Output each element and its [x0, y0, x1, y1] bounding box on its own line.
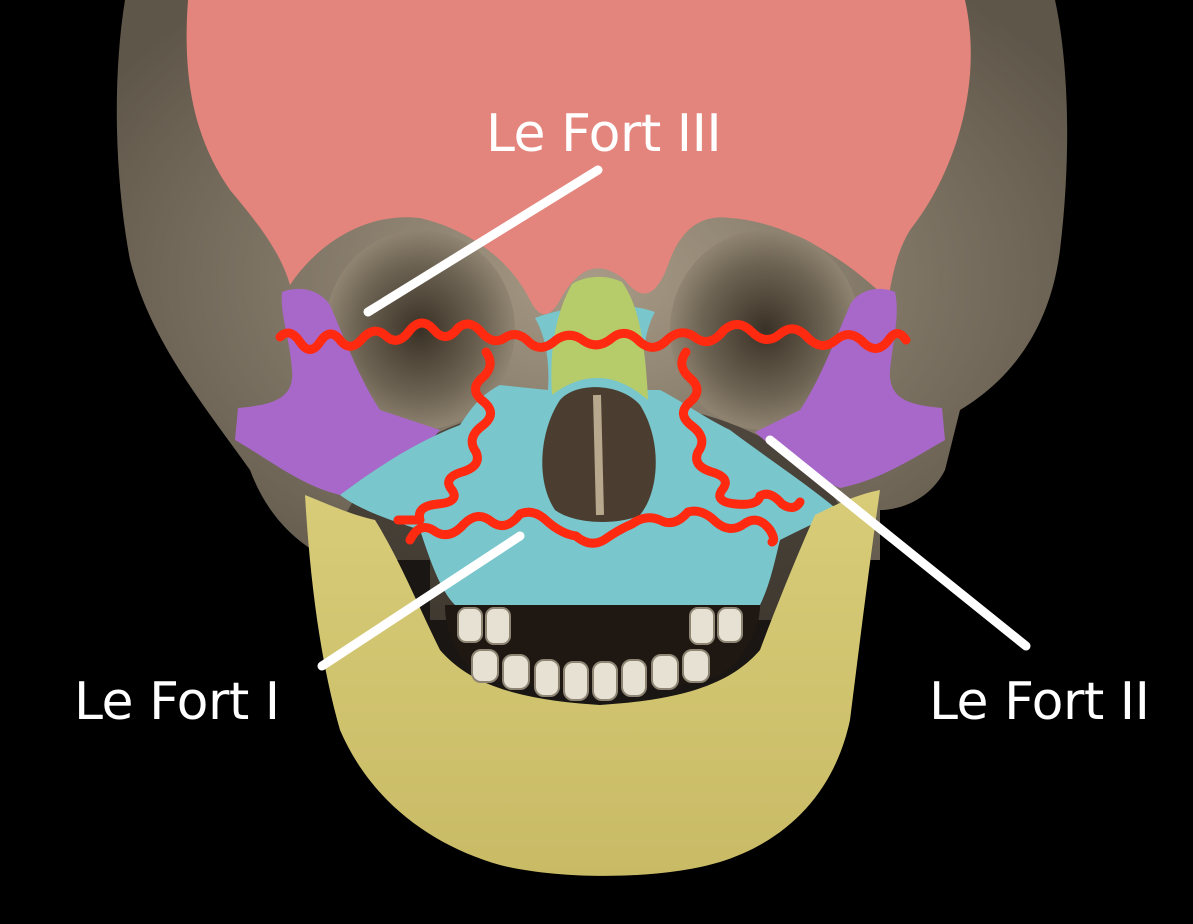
le-fort-iii-pointer	[363, 165, 603, 317]
le-fort-ii-label: Le Fort II	[929, 672, 1150, 732]
nasal-bone	[551, 276, 648, 400]
left-orbit	[670, 230, 860, 430]
right-orbit	[325, 230, 515, 430]
teeth	[457, 607, 743, 701]
le-fort-ii-fracture-line	[393, 347, 805, 525]
mandible	[305, 490, 880, 876]
le-fort-ii-pointer	[765, 435, 1031, 651]
le-fort-iii-label: Le Fort III	[486, 104, 722, 164]
frontal-bone	[186, 0, 971, 315]
nasal-septum	[593, 394, 604, 516]
le-fort-iii-fracture-line	[275, 318, 911, 354]
zygomatic-bone-left	[755, 288, 945, 488]
le-fort-i-label: Le Fort I	[74, 672, 280, 732]
le-fort-i-pointer	[317, 531, 525, 671]
zygomatic-bone-right	[235, 288, 440, 495]
le-fort-i-fracture-line	[405, 506, 779, 548]
